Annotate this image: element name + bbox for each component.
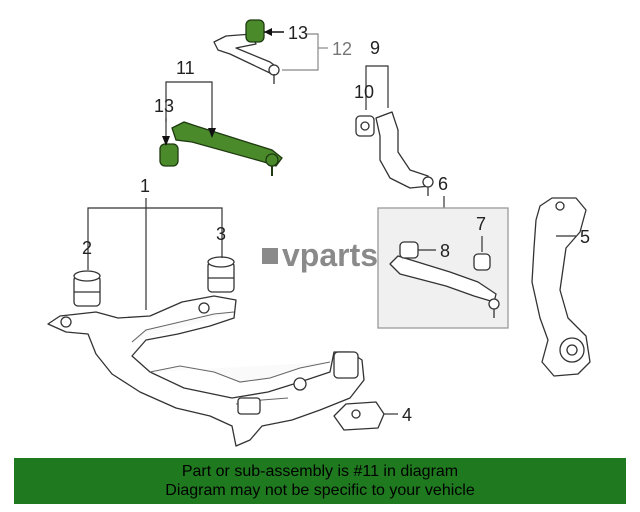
callout-10: 10: [354, 82, 374, 102]
vparts-logo-mark: [262, 248, 278, 264]
steering-knuckle: 5: [531, 197, 591, 377]
banner-line-1: Part or sub-assembly is #11 in diagram: [181, 463, 459, 480]
upper-control-arm-rear: 12: [213, 33, 352, 84]
callout-5: 5: [580, 227, 590, 247]
callout-group-1-2-3: 1 2 3: [82, 176, 226, 310]
subframe-mount-bushing-left: [73, 270, 101, 307]
banner-line-2: Diagram may not be specific to your vehi…: [165, 482, 475, 499]
callout-11: 11: [176, 58, 195, 78]
callout-9: 9: [370, 38, 380, 58]
callout-group-11-13: 11 13: [154, 58, 216, 146]
callout-13-top: 13: [288, 23, 308, 43]
upper-control-arm-front-highlighted: [159, 121, 283, 176]
lower-control-arm-rear: [375, 111, 434, 196]
mount-bracket: 4: [333, 401, 412, 431]
info-banner: Part or sub-assembly is #11 in diagram D…: [14, 458, 626, 504]
lower-arm-bushing: [355, 115, 375, 137]
callout-3: 3: [216, 224, 226, 244]
callout-2: 2: [82, 238, 92, 258]
callout-12: 12: [332, 39, 352, 59]
vparts-logo-text: vparts: [282, 237, 378, 273]
subframe-mount-bushing-right: [207, 256, 235, 293]
callout-group-9-10: 9 10: [354, 38, 389, 110]
vparts-logo: vparts: [262, 237, 378, 273]
callout-8: 8: [440, 241, 450, 261]
callout-1: 1: [140, 176, 150, 196]
callout-13-left: 13: [154, 96, 174, 116]
callout-7: 7: [476, 214, 486, 234]
callout-4: 4: [402, 405, 412, 425]
subframe-crossmember: [47, 295, 365, 447]
subassembly-box: 6 8 7: [377, 174, 509, 329]
callout-6: 6: [438, 174, 448, 194]
upper-arm-bushing-top: 13: [245, 19, 308, 43]
